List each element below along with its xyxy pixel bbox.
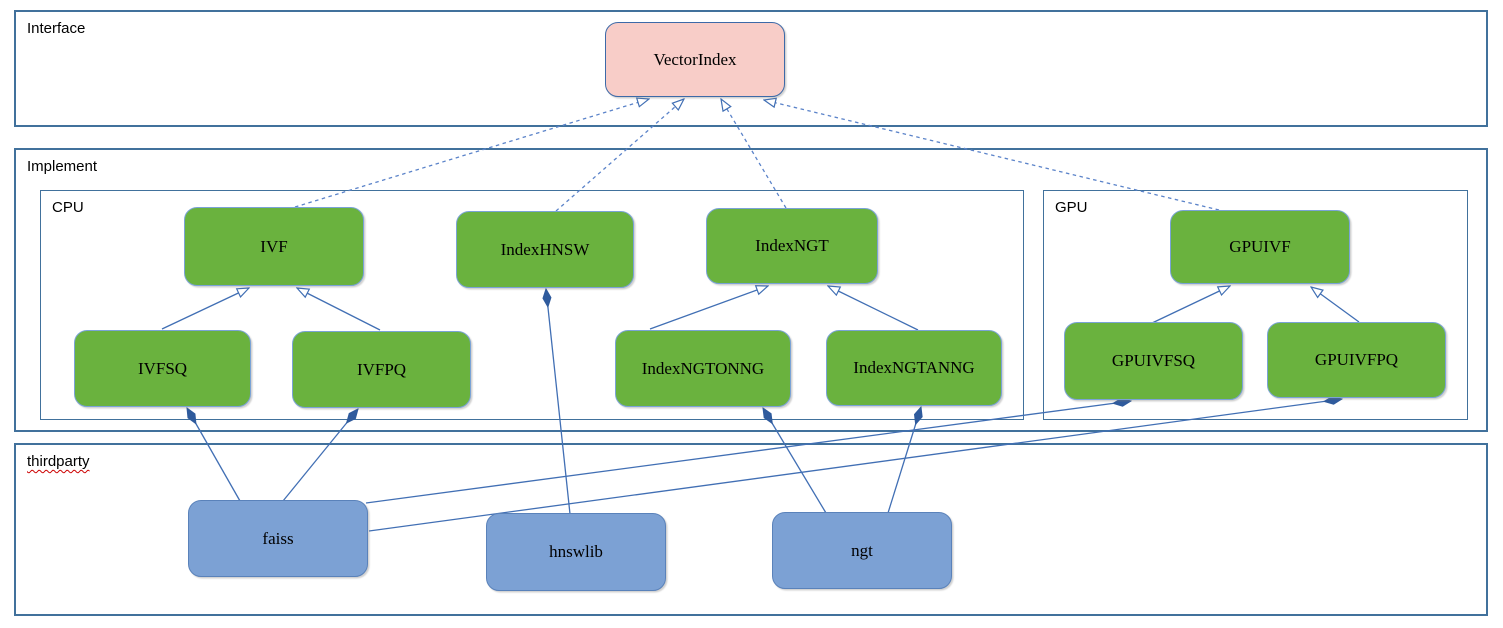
node-ivfpq-label: IVFPQ [356,359,407,379]
thirdparty-label: thirdparty [27,453,90,470]
node-indexngtonng: IndexNGTONNG [615,330,791,407]
node-hnswlib-label: hnswlib [549,542,603,561]
node-ivfsq-label: IVFSQ [137,358,188,378]
node-gpuivfpq-label: GPUIVFPQ [1314,350,1399,369]
node-ivfsq: IVFSQ [74,330,251,407]
node-gpuivf: GPUIVF [1170,210,1350,284]
node-ngt-label: ngt [851,540,873,560]
node-indexhnsw-label: IndexHNSW [500,239,590,259]
gpu-label: GPU [1055,199,1088,216]
node-indexngt: IndexNGT [706,208,878,284]
cpu-label: CPU [52,199,84,216]
node-indexngtanng-label: IndexNGTANNG [853,358,975,377]
node-ivfpq: IVFPQ [292,331,471,408]
node-indexngtanng: IndexNGTANNG [826,330,1002,406]
node-indexngtonng-label: IndexNGTONNG [641,358,765,378]
node-vectorindex-label: VectorIndex [653,49,737,69]
node-ivf: IVF [184,207,364,286]
node-gpuivfpq: GPUIVFPQ [1267,322,1446,398]
node-ivf-label: IVF [260,236,288,256]
node-faiss-label: faiss [262,528,294,548]
node-hnswlib: hnswlib [486,513,666,591]
node-indexhnsw: IndexHNSW [456,211,634,288]
node-gpuivfsq-label: GPUIVFSQ [1111,351,1196,370]
node-vectorindex: VectorIndex [605,22,785,97]
node-faiss: faiss [188,500,368,577]
node-ngt: ngt [772,512,952,589]
node-gpuivfsq: GPUIVFSQ [1064,322,1243,400]
interface-label: Interface [27,20,86,37]
node-gpuivf-label: GPUIVF [1229,237,1291,256]
implement-label: Implement [27,158,98,175]
node-indexngt-label: IndexNGT [755,236,829,255]
